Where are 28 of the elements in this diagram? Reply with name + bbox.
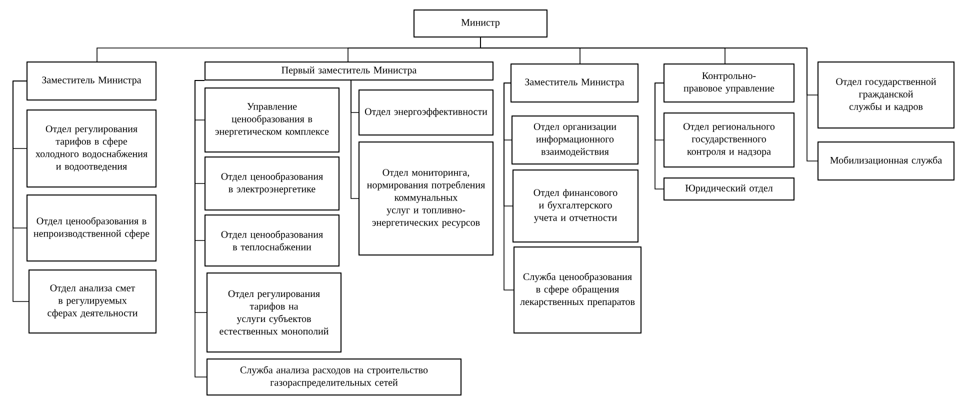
org-box: Управление ценообразования в энергетическом комплексе	[204, 88, 340, 152]
org-box: Отдел мониторинга, нормирования потребления коммунальных услуг и топливно-энергетических ресурсов	[358, 142, 494, 256]
org-box: Отдел финансового и бухгалтерского учета и отчетности	[512, 170, 638, 242]
org-box: Мобилизационная служба	[818, 142, 954, 180]
org-box: Отдел регулирования тарифов на услуги субъектов естественных монополий	[206, 272, 342, 352]
connector-line	[194, 80, 207, 378]
org-box: Отдел ценообразования в электроэнергетике	[204, 156, 340, 210]
org-box: Отдел ценообразования в непроизводственной сфере	[26, 194, 157, 262]
connector-line	[350, 80, 359, 199]
connector-line	[654, 82, 664, 190]
connector-line	[12, 80, 29, 302]
org-box: Заместитель Министра	[26, 62, 157, 100]
org-box: Служба ценообразования в сфере обращения лекарственных препаратов	[514, 246, 642, 334]
org-box: Отдел организации информационного взаимодействия	[512, 116, 638, 164]
org-box: Отдел анализа смет в регулируемых сферах деятельности	[28, 270, 157, 334]
org-box: Контрольно-правовое управление	[664, 64, 794, 102]
connector-line	[504, 82, 514, 290]
org-box: Отдел регулирования тарифов в сфере холодного водоснабжения и водоотведения	[26, 110, 157, 188]
org-box: Первый заместитель Министра	[204, 62, 494, 80]
org-box: Отдел энергоэффективности	[358, 90, 494, 136]
org-box: Служба анализа расходов на строительство газораспределительных сетей	[206, 358, 462, 396]
org-box: Отдел государственной гражданской службы и кадров	[818, 62, 954, 128]
org-box: Отдел регионального государственного контроля и надзора	[664, 112, 794, 168]
org-box: Заместитель Министра	[510, 64, 638, 102]
org-box: Юридический отдел	[664, 178, 794, 200]
org-box: Отдел ценообразования в теплоснабжении	[204, 214, 340, 266]
connector-line	[480, 37, 818, 162]
org-box: Министр	[414, 10, 548, 38]
